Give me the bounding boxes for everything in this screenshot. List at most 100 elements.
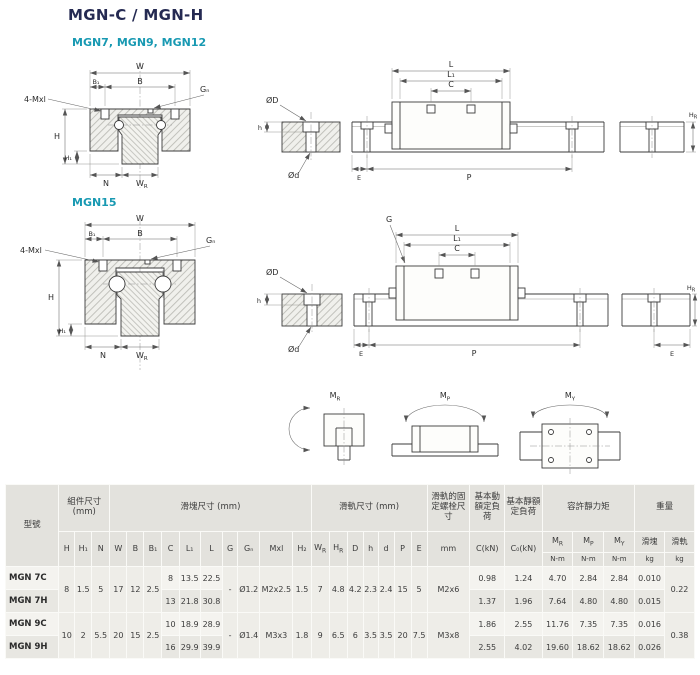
data-cell: 2.84 — [572, 566, 605, 590]
data-cell: 4.8 — [328, 566, 348, 613]
spec-table-container: 型號 組件尺寸 (mm) 滑塊尺寸 (mm) 滑軌尺寸 (mm) 滑軌的固定螺栓… — [4, 484, 696, 659]
group-header-rail: 滑軌尺寸 (mm) — [310, 484, 428, 532]
moment-my: MY — [519, 391, 621, 474]
data-cell: - — [222, 566, 239, 613]
data-cell: 19.60 — [541, 635, 574, 659]
col-header-bolt-unit: mm — [426, 531, 471, 567]
block-hole-right — [470, 268, 480, 279]
col-header-Hr: HR — [328, 531, 348, 567]
data-cell: 0.026 — [634, 635, 665, 659]
moment-label-my: MY — [565, 391, 576, 403]
data-cell: 18.9 — [178, 612, 201, 636]
col-header-B1: B₁ — [143, 531, 163, 567]
unit-weight-rail: kg — [663, 552, 696, 567]
dim-label-wr: WR — [136, 179, 148, 190]
col-header-Mxl: Mxl — [259, 531, 294, 567]
data-cell: 0.38 — [663, 612, 696, 659]
col-header-L1: L₁ — [178, 531, 201, 567]
dim-label-h1: H₁ — [65, 154, 73, 162]
col-header-C: C — [161, 531, 180, 567]
data-cell: 4.02 — [504, 635, 543, 659]
side-view-drawing-mgn15: G ØD Ød h L L₁ C E P — [257, 215, 698, 358]
dimensions: W B B₁ Gₙ 4-Mxl H H₁ N WR — [20, 214, 215, 362]
col-header-d: d — [377, 531, 395, 567]
data-cell: 10 — [58, 612, 76, 659]
dim-label-p: P — [472, 349, 477, 358]
dim-label-b1: B₁ — [88, 230, 95, 238]
col-header-Gn: Gₙ — [237, 531, 261, 567]
data-cell: 15 — [393, 566, 412, 613]
col-header-N: N — [91, 531, 111, 567]
dimensions: ØD Ød h L L₁ C E P — [258, 60, 573, 182]
col-header-H2: H₂ — [292, 531, 312, 567]
data-cell: 0.016 — [634, 612, 665, 636]
dim-label-mount: 4-Mxl — [24, 95, 46, 104]
col-header-E: E — [410, 531, 428, 567]
data-cell: 1.8 — [292, 612, 312, 659]
data-cell: 0.98 — [469, 566, 506, 590]
data-cell: 15 — [126, 612, 145, 659]
dim-label-b: B — [137, 229, 143, 238]
data-cell: 11.76 — [541, 612, 574, 636]
group-header-assembly: 組件尺寸 (mm) — [58, 484, 111, 532]
data-cell: 3.5 — [362, 612, 379, 659]
block-hole-right — [466, 104, 476, 114]
data-cell: 18.62 — [572, 635, 605, 659]
mount-hole-right — [170, 108, 180, 120]
dim-label-g: G — [386, 215, 392, 224]
grease-nipple-right — [509, 123, 518, 134]
dimensions: G ØD Ød h L L₁ C E P — [257, 215, 581, 358]
dim-label-n: N — [103, 179, 109, 188]
dim-label-h: H — [48, 293, 54, 302]
grease-hole — [144, 259, 151, 265]
data-cell: 21.8 — [178, 589, 201, 613]
block-hole-left — [434, 268, 444, 279]
col-header-mp: MP — [572, 531, 605, 553]
data-cell: 2 — [74, 612, 93, 659]
series-label-mgn15: MGN15 — [72, 196, 117, 209]
data-cell: 1.5 — [74, 566, 93, 613]
unit-weight-block: kg — [634, 552, 665, 567]
block-hole-left — [426, 104, 436, 114]
data-cell: 0.015 — [634, 589, 665, 613]
data-cell: 22.5 — [199, 566, 224, 590]
dim-label-h: H — [54, 132, 60, 141]
data-cell: M3x3 — [259, 612, 294, 659]
grease-nipple-right — [517, 287, 526, 299]
data-cell: 5.5 — [91, 612, 111, 659]
group-header-bolt: 滑軌的固定螺栓尺寸 — [426, 484, 471, 532]
dim-label-gn: Gₙ — [206, 236, 215, 245]
data-cell: 2.5 — [143, 612, 163, 659]
data-cell: 9 — [310, 612, 330, 659]
side-view-drawing-mgn7-9-12: ØD Ød h L L₁ C E P — [258, 60, 697, 182]
mp-arrow — [403, 404, 487, 423]
data-cell: Ø1.4 — [237, 612, 261, 659]
unit-mp: N-m — [572, 552, 605, 567]
block-side — [388, 265, 526, 321]
unit-my: N-m — [603, 552, 636, 567]
col-header-weight-rail: 滑軌 — [663, 531, 696, 553]
col-header-G: G — [222, 531, 239, 567]
data-cell: 8 — [58, 566, 76, 613]
data-cell: 39.9 — [199, 635, 224, 659]
dim-label-od-small: Ød — [288, 344, 299, 354]
cross-section-drawing-mgn7-9-12: W B B₁ Gₙ 4-Mxl H H₁ N WR — [24, 62, 209, 190]
rail-hole-section — [281, 112, 341, 162]
data-cell: 30.8 — [199, 589, 224, 613]
dim-label-w: W — [136, 62, 144, 71]
data-cell: 10 — [161, 612, 180, 636]
model-cell: MGN 7H — [4, 589, 60, 613]
table-row-mgn7c: MGN 7C 8 1.5 5 17 12 2.5 8 13.5 22.5 - Ø… — [4, 566, 696, 613]
my-arrow — [530, 404, 610, 419]
dim-label-b: B — [137, 77, 143, 86]
dim-label-gn: Gₙ — [200, 85, 209, 94]
group-header-block: 滑塊尺寸 (mm) — [109, 484, 312, 532]
col-header-weight-block: 滑塊 — [634, 531, 665, 553]
dim-label-h-depth: h — [258, 124, 262, 132]
table-row-mgn9c: MGN 9C 10 2 5.5 20 15 2.5 10 18.9 28.9 -… — [4, 612, 696, 659]
data-cell: Ø1.2 — [237, 566, 261, 613]
dim-label-e: E — [357, 174, 361, 182]
group-header-moment: 容許靜力矩 — [541, 484, 636, 532]
data-cell: 7.35 — [603, 612, 636, 636]
table-row-mgn7h: MGN 7H 13 21.8 30.8 1.37 1.96 7.64 4.80 … — [4, 589, 695, 613]
